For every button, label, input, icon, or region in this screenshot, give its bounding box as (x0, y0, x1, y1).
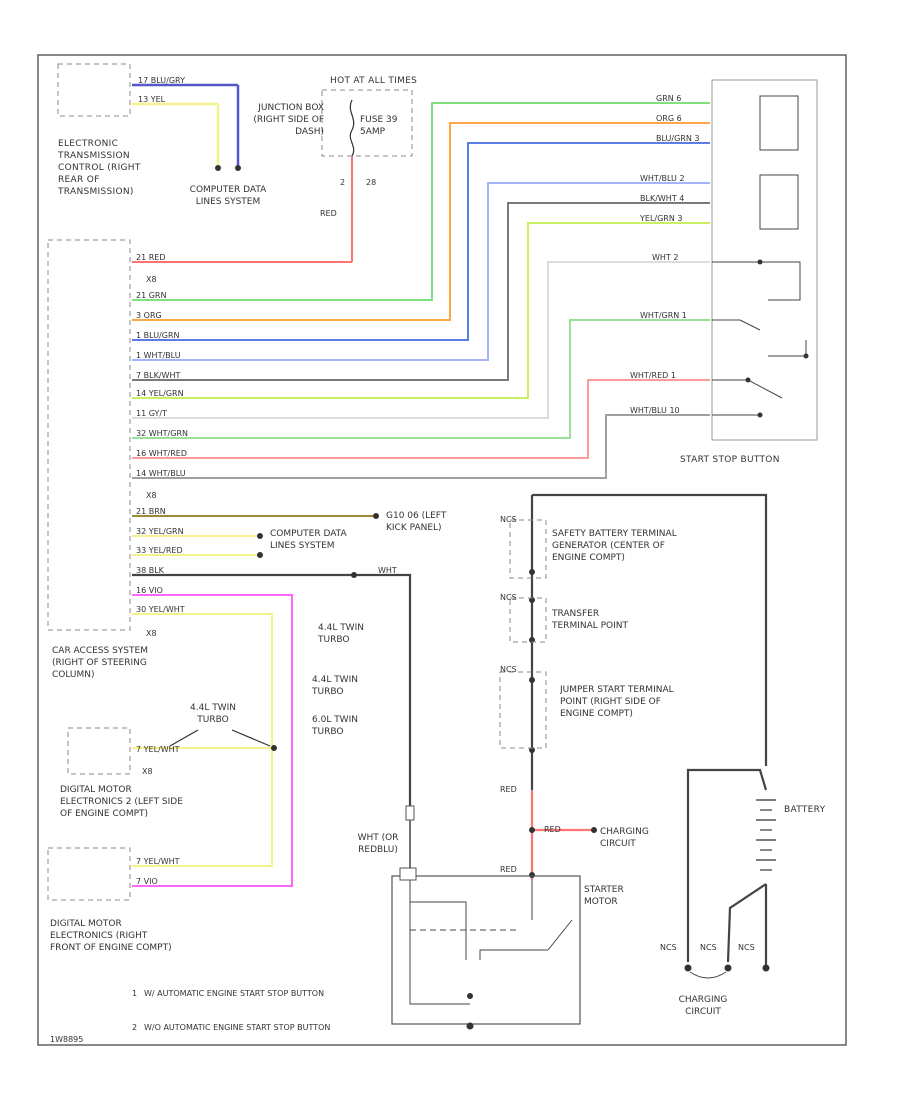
svg-text:BLK/WHT 4: BLK/WHT 4 (640, 194, 684, 203)
ncs-label-a: NCS (500, 515, 517, 524)
cas-connector-3: X8 (146, 629, 157, 638)
red-label-a: RED (500, 785, 517, 794)
safety-battery-label: SAFETY BATTERY TERMINAL GENERATOR (CENTE… (552, 529, 677, 563)
turbo-note-2: 4.4L TWIN TURBO (312, 675, 358, 697)
battery-ncs-3: NCS (738, 943, 755, 952)
dme2-module-box (67, 727, 131, 775)
battery-ncs-1: NCS (660, 943, 677, 952)
svg-text:33 YEL/RED: 33 YEL/RED (136, 546, 183, 555)
cas-wire-vio (132, 594, 293, 887)
footnote-2-mark: 2 (132, 1023, 137, 1032)
fuse-pin-b: 28 (366, 178, 376, 187)
svg-text:21 GRN: 21 GRN (136, 291, 166, 300)
red-label-c: RED (500, 865, 517, 874)
footnote-1-mark: 1 (132, 989, 137, 998)
etc-module-box (57, 63, 131, 117)
cas-module-box (47, 239, 131, 631)
svg-text:ORG 6: ORG 6 (656, 114, 682, 123)
start-stop-button-box (711, 79, 818, 441)
svg-text:YEL/GRN 3: YEL/GRN 3 (639, 214, 682, 223)
start-stop-button-label: START STOP BUTTON (680, 455, 780, 465)
cas-wire-group (132, 102, 710, 479)
svg-text:3 ORG: 3 ORG (136, 311, 162, 320)
fuse-label: FUSE 39 5AMP (360, 115, 398, 137)
g10-label: G10 06 (LEFT KICK PANEL) (386, 511, 447, 533)
transfer-terminal-label: TRANSFER TERMINAL POINT (552, 609, 629, 631)
turbo-note-3: 6.0L TWIN TURBO (312, 715, 358, 737)
cas-wire-yelwht (132, 613, 273, 867)
dme2-connector: X8 (142, 767, 153, 776)
svg-text:16 WHT/RED: 16 WHT/RED (136, 449, 187, 458)
svg-text:30 YEL/WHT: 30 YEL/WHT (136, 605, 185, 614)
svg-text:WHT 2: WHT 2 (652, 253, 678, 262)
svg-text:32 YEL/GRN: 32 YEL/GRN (136, 527, 184, 536)
etc-pin-2: 13 YEL (138, 95, 166, 104)
svg-text:21 RED: 21 RED (136, 253, 166, 262)
turbo-note-4: 4.4L TWIN TURBO (190, 703, 236, 725)
footnote-1: W/ AUTOMATIC ENGINE START STOP BUTTON (144, 989, 324, 998)
battery-label: BATTERY (784, 805, 826, 815)
svg-text:GRN 6: GRN 6 (656, 94, 681, 103)
diagram-frame (37, 54, 847, 1046)
cas-connector-2: X8 (146, 491, 157, 500)
dme2-pin: 7 YEL/WHT (136, 745, 180, 754)
junction-box-label: JUNCTION BOX (RIGHT SIDE OF DASH) (253, 103, 324, 137)
cas-wire-blk (132, 573, 412, 806)
red-wire-label: RED (320, 209, 337, 218)
svg-text:32 WHT/GRN: 32 WHT/GRN (136, 429, 188, 438)
etc-pin-1: 17 BLU/GRY (138, 76, 185, 85)
svg-text:BLU/GRN 3: BLU/GRN 3 (656, 134, 699, 143)
cas-label: CAR ACCESS SYSTEM (RIGHT OF STEERING COL… (52, 646, 148, 680)
starter-motor-box (391, 875, 581, 1025)
svg-text:1 BLU/GRN: 1 BLU/GRN (136, 331, 179, 340)
dme1-pin-2: 7 VIO (136, 877, 158, 886)
svg-text:WHT/GRN 1: WHT/GRN 1 (640, 311, 687, 320)
svg-text:21 BRN: 21 BRN (136, 507, 166, 516)
dme2-label: DIGITAL MOTOR ELECTRONICS 2 (LEFT SIDE O… (60, 785, 183, 819)
turbo-note-1: 4.4L TWIN TURBO (318, 623, 364, 645)
svg-text:1 WHT/BLU: 1 WHT/BLU (136, 351, 181, 360)
svg-text:38 BLK: 38 BLK (136, 566, 165, 575)
starter-motor-label: STARTER MOTOR (584, 885, 624, 907)
svg-text:14 YEL/GRN: 14 YEL/GRN (136, 389, 184, 398)
dme1-module-box (47, 847, 131, 901)
hot-at-all-times-label: HOT AT ALL TIMES (330, 76, 417, 86)
wht-or-redblu-label: WHT (OR REDBLU) (357, 833, 399, 855)
svg-text:14 WHT/BLU: 14 WHT/BLU (136, 469, 186, 478)
battery-feed-wire (532, 493, 768, 766)
svg-text:WHT/BLU 2: WHT/BLU 2 (640, 174, 685, 183)
battery-ncs-2: NCS (700, 943, 717, 952)
cas-connector-1: X8 (146, 275, 157, 284)
blk-wire-wht-label: WHT (378, 566, 397, 575)
cas-pin-labels: 21 RED 21 GRN 3 ORG 1 BLU/GRN 1 WHT/BLU … (136, 253, 188, 478)
corner-code: 1W8895 (50, 1035, 83, 1044)
dme1-label: DIGITAL MOTOR ELECTRONICS (RIGHT FRONT O… (50, 919, 172, 953)
computer-data-lines-label-2: COMPUTER DATA LINES SYSTEM (270, 529, 347, 551)
ncs-label-b: NCS (500, 593, 517, 602)
charging-circuit-label-1: CHARGING CIRCUIT (600, 827, 649, 849)
junction-box (321, 89, 413, 157)
footnote-2: W/O AUTOMATIC ENGINE START STOP BUTTON (144, 1023, 330, 1032)
battery-neg-wire (686, 768, 768, 962)
svg-text:WHT/RED 1: WHT/RED 1 (630, 371, 676, 380)
etc-label: ELECTRONIC TRANSMISSION CONTROL (RIGHT R… (58, 139, 141, 197)
jumper-start-label: JUMPER START TERMINAL POINT (RIGHT SIDE … (560, 685, 674, 719)
battery-icon (756, 799, 776, 871)
dme1-pin-1: 7 YEL/WHT (136, 857, 180, 866)
ssb-pin-labels: GRN 6 ORG 6 BLU/GRN 3 WHT/BLU 2 BLK/WHT … (630, 94, 699, 415)
fuse-symbol (349, 99, 355, 157)
cas-pin-labels-lower: 21 BRN 32 YEL/GRN 33 YEL/RED 38 BLK 16 V… (136, 507, 185, 614)
svg-text:11 GY/T: 11 GY/T (136, 409, 167, 418)
svg-text:7 BLK/WHT: 7 BLK/WHT (136, 371, 180, 380)
ncs-label-c: NCS (500, 665, 517, 674)
fuse-pin-a: 2 (340, 178, 345, 187)
red-label-b: RED (544, 825, 561, 834)
computer-data-lines-label-1: COMPUTER DATA LINES SYSTEM (189, 185, 267, 207)
charging-circuit-label-2: CHARGING CIRCUIT (678, 995, 728, 1017)
svg-text:16 VIO: 16 VIO (136, 586, 163, 595)
svg-text:WHT/BLU 10: WHT/BLU 10 (630, 406, 680, 415)
